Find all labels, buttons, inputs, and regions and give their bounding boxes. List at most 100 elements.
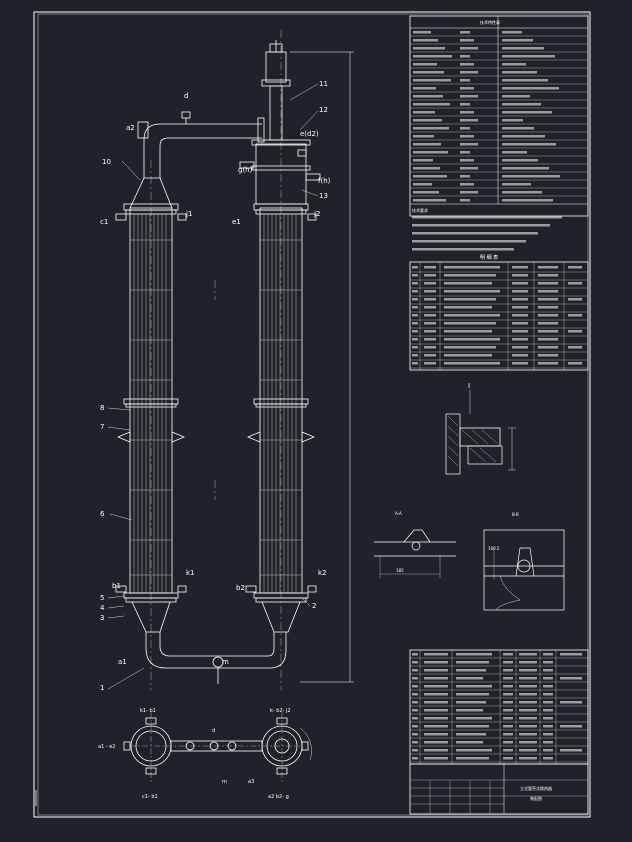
nozzle-text-line — [424, 314, 436, 317]
bom-text-line — [424, 717, 448, 720]
tech-table-title: 技术特性表 — [480, 19, 500, 25]
nozzle-text-line — [512, 362, 528, 365]
part-label-8: 8 — [100, 404, 104, 412]
nozzle-text-line — [538, 274, 558, 277]
spec-text-line — [460, 151, 470, 154]
nozzle-text-line — [412, 322, 418, 325]
spec-text-line — [460, 119, 478, 122]
nozzle-text-line — [538, 330, 558, 333]
part-label-7: 7 — [100, 423, 104, 431]
bom-text-line — [519, 677, 537, 680]
bom-text-line — [412, 717, 418, 720]
bom-text-line — [543, 677, 553, 680]
bom-text-line — [519, 741, 537, 744]
bom-text-line — [560, 701, 582, 704]
note-text-line — [412, 248, 514, 251]
spec-text-line — [460, 127, 470, 130]
nozzle-text-line — [412, 346, 418, 349]
spec-text-line — [413, 71, 444, 74]
center-lines — [150, 30, 282, 690]
spec-text-line — [460, 167, 478, 170]
note-text-line — [412, 216, 562, 219]
nozzle-text-line — [538, 282, 558, 285]
nozzle-text-line — [444, 266, 500, 269]
bom-text-line — [519, 669, 537, 672]
nozzle-table — [409, 261, 589, 371]
detail-view-1-title: I — [468, 382, 470, 390]
detail-view-2-dim: 185 — [396, 568, 404, 573]
spec-text-line — [460, 191, 478, 194]
plan-label-d: d — [212, 728, 215, 734]
nozzle-text-line — [444, 362, 500, 365]
top-crossover-pipe — [137, 111, 265, 178]
bom-text-line — [543, 693, 553, 696]
bom-text-line — [412, 733, 418, 736]
nozzle-text-line — [568, 330, 582, 333]
part-label-13: 13 — [319, 192, 328, 200]
nozzle-text-line — [512, 266, 528, 269]
spec-text-line — [502, 151, 527, 154]
spec-text-line — [502, 183, 531, 186]
notes-block — [412, 216, 562, 251]
bom-text-line — [560, 749, 582, 752]
bom-text-line — [519, 749, 537, 752]
spec-text-line — [413, 79, 451, 82]
plan-view — [123, 712, 312, 782]
bom-text-line — [503, 701, 513, 704]
nozzle-text-line — [444, 290, 500, 293]
nozzle-label-c1: c1 — [100, 218, 108, 226]
nozzle-text-line — [512, 274, 528, 277]
bom-text-line — [560, 677, 582, 680]
bom-text-line — [424, 741, 448, 744]
bom-text-line — [519, 733, 537, 736]
nozzle-label-e2: e(d2) — [300, 130, 319, 138]
bom-text-line — [503, 749, 513, 752]
bom-text-line — [543, 701, 553, 704]
spec-text-line — [502, 127, 534, 130]
nozzle-text-line — [444, 346, 496, 349]
bom-text-line — [412, 677, 418, 680]
nozzle-label-j2: j2 — [313, 210, 320, 218]
bom-text-line — [456, 669, 486, 672]
nozzle-text-line — [444, 282, 492, 285]
nozzle-label-f: f(h) — [318, 177, 331, 185]
nozzle-text-line — [568, 282, 582, 285]
bom-text-line — [543, 661, 553, 664]
spec-text-line — [502, 39, 533, 42]
nozzle-label-k1: k1 — [186, 569, 195, 577]
part-label-5: 5 — [100, 594, 104, 602]
title-block — [409, 763, 589, 815]
nozzle-label-gh: g(h) — [238, 166, 253, 174]
elevation-view — [107, 30, 354, 690]
nozzle-text-line — [412, 282, 418, 285]
nozzle-text-line — [444, 314, 500, 317]
bom-text-line — [456, 693, 489, 696]
height-dimension — [290, 51, 354, 683]
bom-text-line — [424, 677, 448, 680]
spec-text-line — [460, 199, 470, 202]
nozzle-text-line — [424, 298, 436, 301]
bom-text-line — [412, 693, 418, 696]
plan-label-k2: k- b2- j2 — [270, 708, 291, 714]
nozzle-text-line — [512, 290, 528, 293]
spec-text-line — [460, 39, 474, 42]
bom-text-line — [456, 653, 492, 656]
part-label-1: 1 — [100, 684, 104, 692]
bom-text-line — [424, 757, 448, 760]
nozzle-text-line — [568, 298, 582, 301]
bom-text-line — [456, 725, 489, 728]
spec-text-line — [502, 111, 552, 114]
nozzle-text-line — [538, 362, 558, 365]
spec-text-line — [413, 199, 446, 202]
part-label-4: 4 — [100, 604, 105, 612]
spec-text-line — [502, 71, 537, 74]
nozzle-label-e1: e1 — [232, 218, 241, 226]
spec-text-line — [502, 159, 538, 162]
spec-text-line — [460, 71, 478, 74]
nozzle-label-a2: a2 — [126, 124, 135, 132]
right-tube-bundle — [260, 214, 302, 593]
spec-text-line — [413, 63, 437, 66]
plan-label-a1: a1 - e2 — [98, 744, 116, 750]
bom-text-line — [424, 653, 448, 656]
